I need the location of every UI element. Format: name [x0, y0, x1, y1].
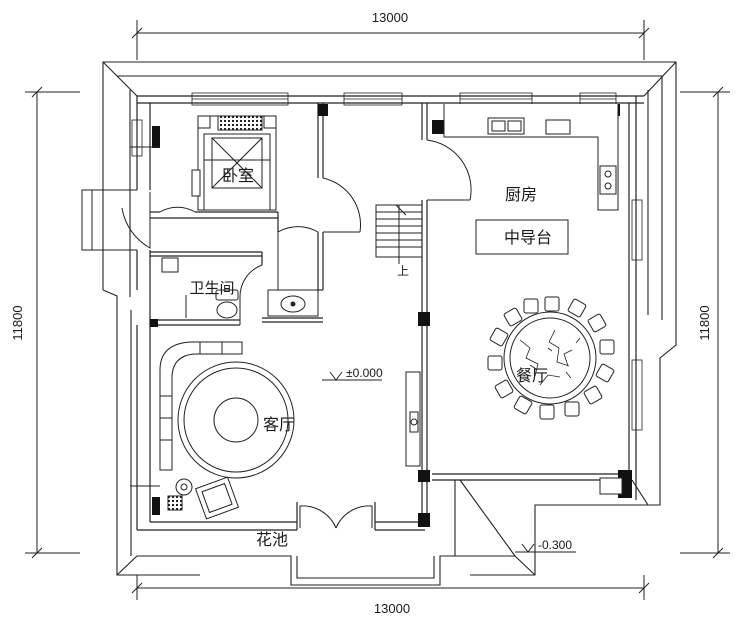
- room-label-bedroom: 卧室: [222, 166, 254, 185]
- windows: [131, 92, 643, 431]
- kitchen-counter: [443, 104, 623, 495]
- elevation-indoor: ±0.000: [346, 366, 383, 380]
- doors: [81, 139, 472, 529]
- elevation-markers: [322, 371, 576, 553]
- room-label-kitchen-island: 中导台: [504, 228, 552, 247]
- dining-table: [487, 296, 615, 420]
- dimension-top: 13000: [372, 10, 408, 25]
- room-label-dining: 餐厅: [516, 366, 548, 385]
- bed: [191, 115, 277, 211]
- dimension-bottom: 13000: [374, 601, 410, 616]
- walls: [136, 95, 644, 531]
- dimension-right: 11800: [697, 305, 712, 340]
- kitchen-island: [475, 219, 569, 255]
- sofa-set: [159, 341, 295, 520]
- dimension-lines: [25, 20, 730, 600]
- tv-cabinet: [405, 371, 421, 467]
- stair-up-label: 上: [397, 264, 409, 278]
- room-label-bathroom: 卫生间: [189, 279, 234, 297]
- room-label-living: 客厅: [263, 415, 295, 434]
- bathroom-fixtures: [161, 257, 319, 319]
- column-ticks: [130, 146, 160, 487]
- staircase: [375, 204, 423, 264]
- room-label-kitchen: 厨房: [505, 185, 537, 204]
- elevation-outdoor: -0.300: [538, 538, 572, 552]
- dimension-left: 11800: [10, 305, 25, 340]
- roof-outline: [102, 61, 677, 586]
- room-label-flower-bed: 花池: [256, 530, 288, 549]
